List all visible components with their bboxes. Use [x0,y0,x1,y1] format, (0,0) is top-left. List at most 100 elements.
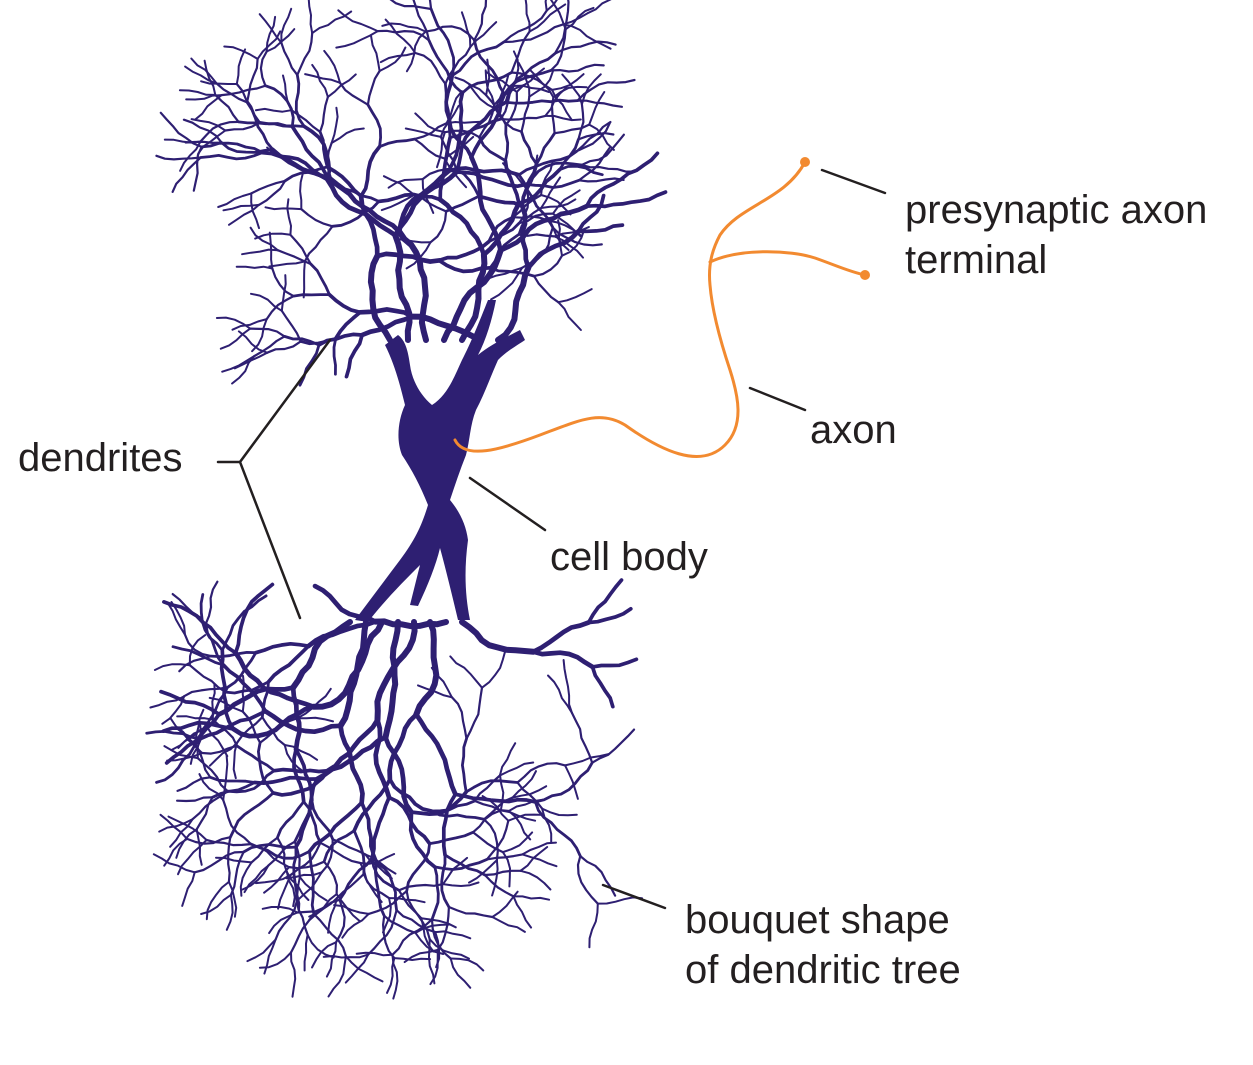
dendrite-branch [182,872,195,906]
dendrite-branch [462,622,534,652]
dendrite-branch [563,0,610,24]
dendrite-branch [272,269,293,297]
dendrite-branch [542,809,577,816]
dendrite-branch [446,196,479,211]
dendrite-branch [514,896,550,899]
dendrite-branch [592,730,634,763]
dendrite-branch [399,232,426,340]
dendrite-branch [416,622,436,715]
dendrite-branch [237,267,273,269]
dendrite-branch [565,754,608,765]
bouquet-label: bouquet shape of dendritic tree [685,895,961,995]
dendrite-branch [294,295,330,297]
dendrite-branch [534,276,558,302]
dendrite-branch [206,582,218,625]
dendrite-branch [261,52,267,86]
dendrite-branch [193,791,228,819]
dendrite-branch [380,48,406,72]
dendrite-branch [301,209,332,226]
dendrite-branch [260,953,291,968]
dendrite-branch [435,931,470,938]
dendrite-branch [243,676,244,712]
dendrite-branch [372,798,389,858]
dendrite-branch [578,80,635,101]
cell-body-shape [355,300,525,622]
dendrite-branch [407,32,426,72]
dendrite-branch [430,832,473,843]
dendrite-branch [327,942,336,976]
dendrite-branch [245,866,269,893]
dendrite-branch [394,958,430,960]
dendrite-branch [247,59,258,102]
dendrite-branch [389,798,430,844]
presynaptic-label: presynaptic axon terminal [905,185,1207,285]
dendrite-branch [251,294,282,311]
dendrite-branch [297,718,333,722]
dendrite-branch [265,86,293,127]
dendrite-branch [542,809,551,843]
axon-branch [710,252,865,275]
dendrite-branch [382,0,431,9]
dendrite-branch [320,97,328,132]
dendrite-branch [217,318,250,329]
dendrite-branch [254,336,284,356]
dendrite-branch [156,156,200,160]
dendrite-branch [319,334,362,345]
bouquet-label-line1: bouquet shape [685,895,961,945]
dendrite-branch [308,0,312,33]
bouquet-leader [603,885,665,908]
dendrite-branch [505,161,519,204]
dendrite-branch [310,851,314,914]
dendrite-branch [467,688,483,739]
dendrite-branch [462,739,466,792]
dendrite-branch [558,289,591,302]
dendrite-branch [222,596,266,650]
dendrite-branch [361,147,380,197]
dendrite-branch [411,812,435,867]
dendrite-branch [291,953,295,997]
dendrite-branch [492,917,525,932]
dendrite-branch [237,49,245,84]
dendrite-branch [164,602,236,653]
dendrite-branch [589,904,597,948]
dendrite-branch [555,125,590,134]
dendrite-branch [340,858,373,900]
dendrites-label: dendrites [18,433,183,483]
dendrite-branch [430,939,469,958]
dendrite-branch [237,746,274,771]
dendrite-branch [521,871,551,890]
dendrite-branch [450,656,482,687]
dendrite-branch [498,268,528,340]
dendrite-branch [328,178,399,232]
dendrite-branch [452,697,467,738]
dendrite-branch [578,133,613,139]
dendrite-branch [443,883,478,887]
dendrite-branch [558,302,581,330]
cell-body-label: cell body [550,532,708,582]
dendrite-branch [177,716,213,720]
dendrite-branch [543,0,547,11]
dendrite-branch [324,51,340,83]
dendrite-branch [551,65,604,72]
dendrite-branch [380,139,415,147]
dendrite-branch [201,895,231,914]
lower-dendritic-tree [147,580,642,999]
dendrite-branch [347,335,363,377]
dendrite-branch [501,116,546,120]
dendrite-branch [371,36,380,71]
dendrite-branch [312,12,351,34]
dendrite-branch [438,907,449,950]
dendrite-branch [267,296,294,319]
dendrite-branch [360,309,413,316]
dendrite-branch [305,935,308,971]
dendrite-branch [297,33,312,75]
dendrite-branch [242,250,278,255]
dendrite-branch [492,892,517,917]
axon-line [455,162,805,456]
dendrite-branch [593,659,637,667]
dendrite-branch [260,14,282,43]
dendrite-branch [535,763,592,802]
dendrite-branch [304,261,305,297]
dendrite-branch [185,635,211,656]
